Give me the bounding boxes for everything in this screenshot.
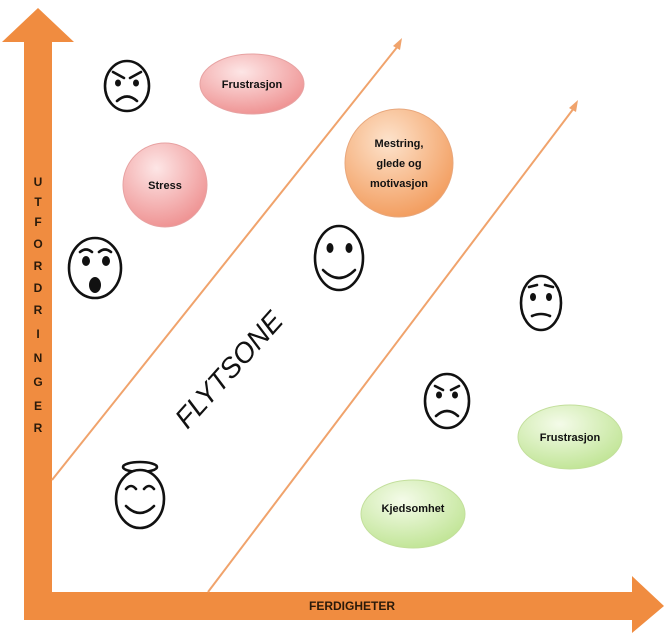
bubble-label: motivasjon (370, 178, 428, 190)
bubble-frustration-right: Frustrasjon (517, 404, 623, 470)
y-axis-letter: R (34, 421, 43, 435)
bubble-label: Mestring, (375, 138, 424, 150)
shocked-face-icon (67, 236, 123, 300)
y-axis-letter: U (34, 175, 43, 189)
bubble-mastery: Mestring, glede og motivasjon (344, 108, 454, 218)
y-axis-label: U T F O R D R I N G E R (33, 175, 42, 435)
smiling-face-icon (313, 224, 365, 292)
y-axis-letter: O (33, 237, 42, 251)
bubble-label: Frustrasjon (222, 79, 283, 91)
bubble-stress: Stress (122, 142, 208, 228)
bubble-boredom: Kjedsomhet (360, 479, 466, 549)
y-axis-letter: R (34, 259, 43, 273)
x-axis-label: FERDIGHETER (309, 599, 395, 613)
y-axis-letter: T (34, 195, 42, 209)
bubble-label: Frustrasjon (540, 432, 601, 444)
bubble-label: Stress (148, 180, 182, 192)
x-axis (24, 576, 664, 633)
y-axis-letter: G (33, 375, 42, 389)
bubble-frustration-top: Frustrasjon (199, 53, 305, 115)
angry-face-icon (103, 59, 151, 113)
flow-channel-lower-line (207, 100, 578, 593)
y-axis-letter: I (36, 327, 39, 341)
bubble-label: Kjedsomhet (382, 503, 445, 515)
y-axis-letter: D (34, 281, 43, 295)
y-axis-letter: F (34, 215, 41, 229)
angel-face-icon (114, 460, 166, 530)
sad-face-icon (423, 372, 471, 430)
flow-channel-upper-line (51, 38, 402, 481)
y-axis (2, 8, 74, 620)
confused-face-icon (519, 274, 563, 332)
y-axis-letter: N (34, 351, 43, 365)
y-axis-letter: E (34, 399, 42, 413)
y-axis-letter: R (34, 303, 43, 317)
bubble-label: glede og (376, 158, 421, 170)
flow-zone-label: FLYTSONE (169, 305, 289, 434)
